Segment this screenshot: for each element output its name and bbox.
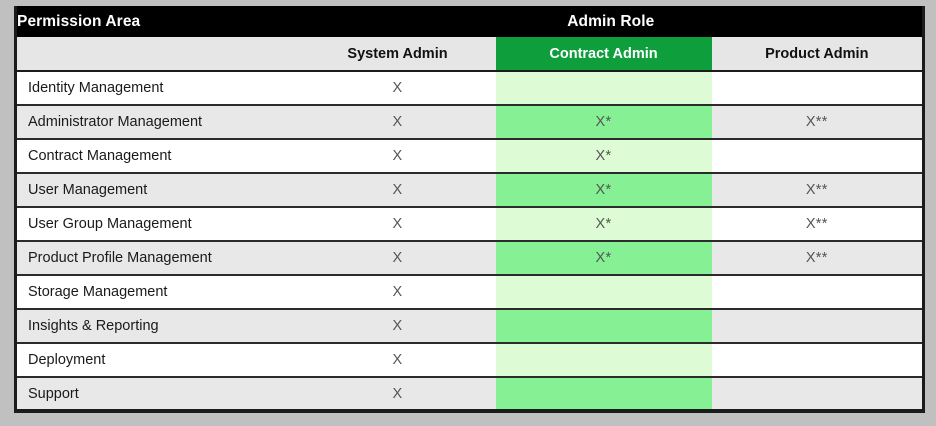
cell-permission-area: Insights & Reporting [15,308,300,343]
cell-permission-area: Identity Management [15,70,300,105]
cell-product-admin-mark: X** [711,240,924,275]
header-admin-role: Admin Role [299,6,924,37]
cell-contract-admin-mark: X* [495,104,712,139]
cell-product-admin-mark [711,70,924,105]
table-row: User Group Management X X* X** [15,206,924,241]
permission-mark: X** [805,250,828,266]
cell-permission-area: Contract Management [15,138,300,173]
cell-permission-area: Support [15,376,300,411]
cell-system-admin-mark: X [299,138,496,173]
table-row: Insights & Reporting X [15,308,924,343]
cell-permission-area: User Group Management [15,206,300,241]
table-row: Support X [15,376,924,411]
header-role-blank [15,37,300,72]
permission-mark: X* [595,182,612,198]
table-row: Product Profile Management X X* X** [15,240,924,275]
cell-system-admin-mark: X [299,206,496,241]
cell-system-admin-mark: X [299,308,496,343]
permission-mark: X* [595,148,612,164]
permission-mark: X [392,352,403,368]
permission-mark: X [392,114,403,130]
cell-system-admin-mark: X [299,274,496,309]
cell-contract-admin-mark [495,70,712,105]
cell-system-admin-mark: X [299,104,496,139]
cell-system-admin-mark: X [299,240,496,275]
header-row-title: Permission Area Admin Role [15,6,924,37]
cell-product-admin-mark [711,342,924,377]
header-row-roles: System Admin Contract Admin Product Admi… [15,37,924,72]
cell-system-admin-mark: X [299,70,496,105]
cell-product-admin-mark [711,376,924,411]
cell-product-admin-mark: X** [711,172,924,207]
permission-mark: X [392,148,403,164]
cell-product-admin-mark [711,138,924,173]
permission-mark: X [392,385,403,402]
permission-mark: X** [805,182,828,198]
cell-permission-area: Product Profile Management [15,240,300,275]
permission-mark: X [392,284,403,300]
header-role-product-admin: Product Admin [711,37,924,72]
cell-contract-admin-mark: X* [495,172,712,207]
cell-product-admin-mark: X** [711,104,924,139]
cell-contract-admin-mark [495,274,712,309]
cell-permission-area: User Management [15,172,300,207]
permission-mark: X** [805,114,828,130]
permission-mark: X* [595,114,612,130]
table-row: Deployment X [15,342,924,377]
cell-permission-area: Deployment [15,342,300,377]
permission-mark: X** [805,216,828,232]
permission-mark: X [392,182,403,198]
cell-system-admin-mark: X [299,376,496,411]
cell-contract-admin-mark: X* [495,240,712,275]
cell-contract-admin-mark [495,308,712,343]
cell-product-admin-mark: X** [711,206,924,241]
table-header: Permission Area Admin Role System Admin … [15,6,924,72]
permission-mark: X* [595,216,612,232]
cell-permission-area: Storage Management [15,274,300,309]
cell-product-admin-mark [711,308,924,343]
permission-mark: X [392,80,403,96]
cell-product-admin-mark [711,274,924,309]
header-role-contract-admin: Contract Admin [495,37,712,72]
permission-matrix-table: Permission Area Admin Role System Admin … [14,6,926,413]
header-permission-area: Permission Area [15,6,300,37]
permission-mark: X* [595,250,612,266]
cell-contract-admin-mark [495,342,712,377]
table-row: Identity Management X [15,70,924,105]
table-row: Storage Management X [15,274,924,309]
cell-contract-admin-mark: X* [495,206,712,241]
header-role-system-admin: System Admin [299,37,496,72]
cell-system-admin-mark: X [299,342,496,377]
cell-contract-admin-mark: X* [495,138,712,173]
table-row: Administrator Management X X* X** [15,104,924,139]
cell-system-admin-mark: X [299,172,496,207]
cell-contract-admin-mark [495,376,712,411]
table-row: Contract Management X X* [15,138,924,173]
permission-mark: X [392,250,403,266]
permission-mark: X [392,318,403,334]
table-row: User Management X X* X** [15,172,924,207]
cell-permission-area: Administrator Management [15,104,300,139]
permission-mark: X [392,216,403,232]
